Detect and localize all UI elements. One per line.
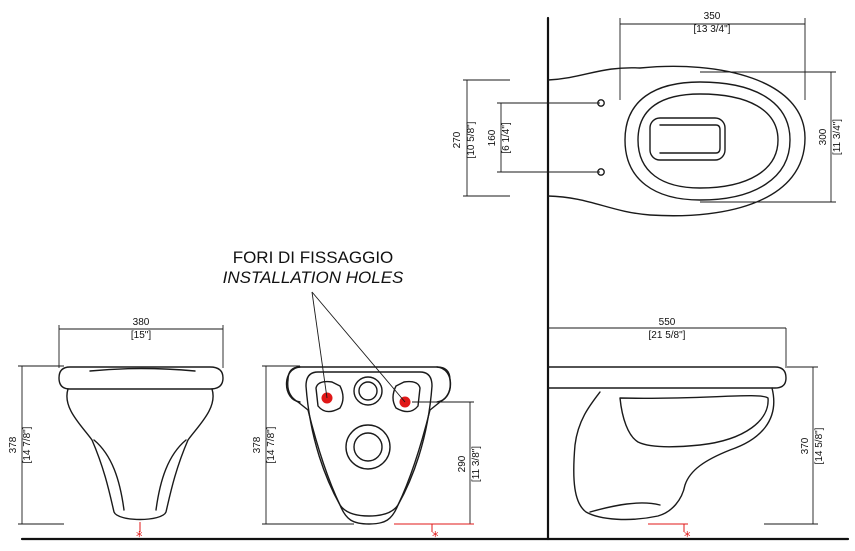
- top-view-bowl-inner: [637, 93, 779, 189]
- dim-top-holes-in: [6 1/4"]: [501, 122, 512, 154]
- rear-view-outline: [287, 366, 451, 525]
- dim-rear-height-in: [14 7/8"]: [266, 426, 277, 463]
- top-view: 350 [13 3/4"] 270 [10 5/8"] 160 [6 1/4"]…: [452, 11, 843, 217]
- side-view-bowl-inner: [619, 395, 769, 448]
- side-view: 550 [21 5/8"] 370 [14 5/8"] *: [547, 317, 825, 545]
- dim-front-width-in: [15"]: [131, 330, 151, 341]
- leader-line-left: [311, 291, 328, 399]
- front-view-rim: [58, 366, 224, 390]
- top-view-outlet-inner: [659, 124, 721, 154]
- dim-top-width-mm: 350: [704, 11, 721, 22]
- dim-top-width-in: [13 3/4"]: [694, 24, 731, 35]
- dim-side-height-in: [14 5/8"]: [814, 427, 825, 464]
- dim-top-depth-in: [10 5/8"]: [466, 121, 477, 158]
- dim-rear-height-mm: 378: [252, 436, 263, 453]
- dim-top-bowl-mm: 300: [818, 128, 829, 145]
- front-view-bowl: [66, 388, 214, 521]
- front-view-inner-right: [155, 439, 187, 511]
- front-marker: *: [136, 530, 143, 545]
- rear-view-inner-frame: [305, 371, 433, 517]
- rear-view-boss-left: [315, 380, 344, 413]
- front-view-inner-left: [93, 439, 125, 511]
- top-view-outline: [547, 65, 806, 217]
- side-view-body: [573, 387, 775, 521]
- rear-marker: *: [432, 530, 439, 545]
- rear-view-outlet: [345, 424, 391, 470]
- dim-rear-holes-in: [11 3/8"]: [471, 446, 482, 482]
- top-view-bowl-rim: [624, 81, 791, 201]
- side-marker: *: [684, 530, 691, 545]
- top-view-outlet: [649, 117, 726, 161]
- front-view-rim-inner: [89, 367, 196, 372]
- dim-front-height-mm: 378: [8, 436, 19, 453]
- dim-top-holes-mm: 160: [487, 129, 498, 146]
- front-view: 380 [15"] 378 [14 7/8"] *: [8, 317, 224, 545]
- dim-front-width-mm: 380: [133, 317, 150, 328]
- side-view-rim: [547, 366, 787, 389]
- dim-top-bowl-in: [11 3/4"]: [832, 119, 843, 155]
- dim-side-length-mm: 550: [659, 317, 676, 328]
- leader-line-right: [311, 291, 406, 403]
- installation-holes-title-en: INSTALLATION HOLES: [223, 268, 404, 287]
- side-view-trap: [589, 502, 661, 513]
- rear-view-boss-right: [392, 380, 421, 413]
- rear-view-ear-right: [436, 366, 452, 403]
- rear-view-ear-left: [285, 366, 301, 403]
- rear-view-water-inlet: [353, 376, 383, 406]
- dim-top-depth-mm: 270: [452, 131, 463, 148]
- dim-rear-holes-mm: 290: [457, 455, 468, 472]
- dim-side-height-mm: 370: [800, 437, 811, 454]
- installation-holes-title-it: FORI DI FISSAGGIO: [233, 248, 394, 267]
- dim-side-length-in: [21 5/8"]: [649, 330, 686, 341]
- dim-front-height-in: [14 7/8"]: [22, 426, 33, 463]
- rear-view-outlet-inner: [353, 432, 383, 462]
- rear-view: 378 [14 7/8"] 290 [11 3/8"] *: [252, 291, 482, 545]
- rear-view-water-inlet-inner: [358, 381, 378, 401]
